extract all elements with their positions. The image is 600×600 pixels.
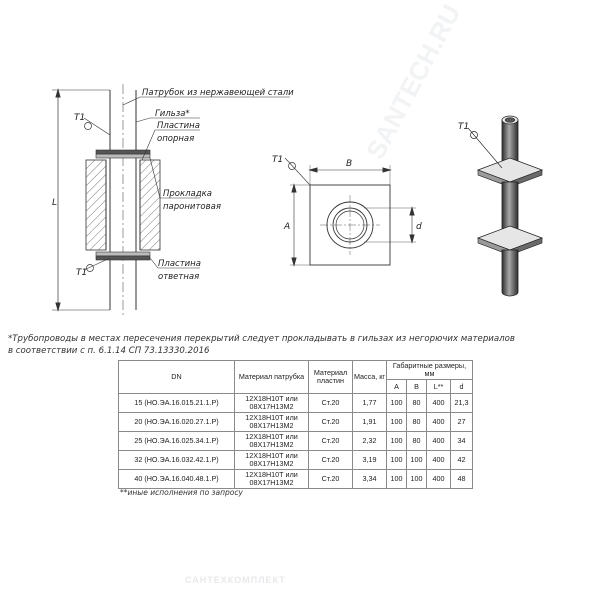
label-otvetnaya: ответная bbox=[158, 272, 199, 282]
watermark-bottom: САНТЕХКОМПЛЕКТ bbox=[185, 575, 286, 585]
header-A: A bbox=[386, 379, 407, 394]
header-massa: Масса, кг bbox=[352, 360, 387, 394]
header-B: B bbox=[406, 379, 427, 394]
cell-L: 400 bbox=[426, 431, 451, 451]
cell-material-2: 08Х17Н13М2 bbox=[249, 440, 294, 449]
cell-B: 100 bbox=[406, 450, 427, 470]
section-view bbox=[52, 84, 290, 316]
cell-B: 80 bbox=[406, 431, 427, 451]
cell-B: 80 bbox=[406, 393, 427, 413]
label-A: A bbox=[283, 222, 290, 232]
label-B: B bbox=[346, 159, 352, 169]
cell-A: 100 bbox=[386, 450, 407, 470]
cell-massa: 1,77 bbox=[352, 393, 387, 413]
header-L: L** bbox=[426, 379, 451, 394]
cell-dn: 40 (НО.ЭА.16.040.48.1.Р) bbox=[118, 469, 235, 489]
label-opornaya: опорная bbox=[157, 134, 194, 144]
header-material-plastin: Материал пластин bbox=[308, 360, 353, 394]
cell-L: 400 bbox=[426, 393, 451, 413]
cell-B: 80 bbox=[406, 412, 427, 432]
cell-material-2: 08Х17Н13М2 bbox=[249, 459, 294, 468]
table-footnote: **иные исполнения по запросу bbox=[120, 488, 243, 497]
cell-A: 100 bbox=[386, 431, 407, 451]
cell-plastin: Ст.20 bbox=[308, 412, 353, 432]
cell-material-1: 12Х18Н10Т или bbox=[245, 432, 298, 441]
cell-material-2: 08Х17Н13М2 bbox=[249, 421, 294, 430]
cell-d: 34 bbox=[450, 431, 473, 451]
header-d: d bbox=[450, 379, 473, 394]
technical-drawing: Патрубок из нержавеющей стали Гильза* Пл… bbox=[52, 84, 544, 316]
label-t1-plan: T1 bbox=[272, 155, 283, 165]
cell-material-1: 12Х18Н10Т или bbox=[245, 394, 298, 403]
plan-view bbox=[284, 157, 416, 267]
header-material-patrubka: Материал патрубка bbox=[234, 360, 309, 394]
cell-plastin: Ст.20 bbox=[308, 469, 353, 489]
cell-massa: 2,32 bbox=[352, 431, 387, 451]
cell-d: 27 bbox=[450, 412, 473, 432]
cell-A: 100 bbox=[386, 469, 407, 489]
label-paronit: паронитовая bbox=[163, 202, 221, 212]
note-line-1: *Трубопроводы в местах пересечения перек… bbox=[8, 334, 515, 344]
header-dn: DN bbox=[118, 360, 235, 394]
header-gabarit: Габаритные размеры, мм bbox=[386, 360, 473, 380]
label-gilza: Гильза* bbox=[155, 109, 190, 119]
cell-material-1: 12Х18Н10Т или bbox=[245, 451, 298, 460]
cell-dn: 25 (НО.ЭА.16.025.34.1.Р) bbox=[118, 431, 235, 451]
label-t1-iso: T1 bbox=[458, 122, 469, 132]
cell-plastin: Ст.20 bbox=[308, 431, 353, 451]
cell-L: 400 bbox=[426, 469, 451, 489]
cell-A: 100 bbox=[386, 393, 407, 413]
cell-dn: 32 (НО.ЭА.16.032.42.1.Р) bbox=[118, 450, 235, 470]
label-L: L bbox=[52, 198, 57, 208]
cell-material-2: 08Х17Н13М2 bbox=[249, 478, 294, 487]
cell-plastin: Ст.20 bbox=[308, 393, 353, 413]
cell-dn: 15 (НО.ЭА.16.015.21.1.Р) bbox=[118, 393, 235, 413]
cell-B: 100 bbox=[406, 469, 427, 489]
cell-massa: 3,19 bbox=[352, 450, 387, 470]
label-d: d bbox=[416, 222, 422, 232]
label-plastina-1: Пластина bbox=[157, 121, 200, 131]
label-patrubok: Патрубок из нержавеющей стали bbox=[142, 88, 294, 98]
label-prokladka: Прокладка bbox=[163, 189, 212, 199]
label-t1-top: T1 bbox=[74, 113, 85, 123]
label-t1-bottom: T1 bbox=[76, 268, 87, 278]
isometric-view bbox=[467, 115, 544, 297]
cell-material-2: 08Х17Н13М2 bbox=[249, 402, 294, 411]
cell-A: 100 bbox=[386, 412, 407, 432]
cell-plastin: Ст.20 bbox=[308, 450, 353, 470]
cell-material-1: 12Х18Н10Т или bbox=[245, 413, 298, 422]
cell-dn: 20 (НО.ЭА.16.020.27.1.Р) bbox=[118, 412, 235, 432]
cell-L: 400 bbox=[426, 450, 451, 470]
note-line-2: в соответствии с п. 6.1.14 СП 73.13330.2… bbox=[8, 346, 210, 356]
cell-d: 21,3 bbox=[450, 393, 473, 413]
spec-table: DN Материал патрубка Материал пластин Ма… bbox=[118, 360, 473, 489]
cell-massa: 3,34 bbox=[352, 469, 387, 489]
cell-d: 48 bbox=[450, 469, 473, 489]
cell-material-1: 12Х18Н10Т или bbox=[245, 470, 298, 479]
label-plastina-2: Пластина bbox=[158, 259, 201, 269]
cell-massa: 1,91 bbox=[352, 412, 387, 432]
cell-L: 400 bbox=[426, 412, 451, 432]
cell-d: 42 bbox=[450, 450, 473, 470]
